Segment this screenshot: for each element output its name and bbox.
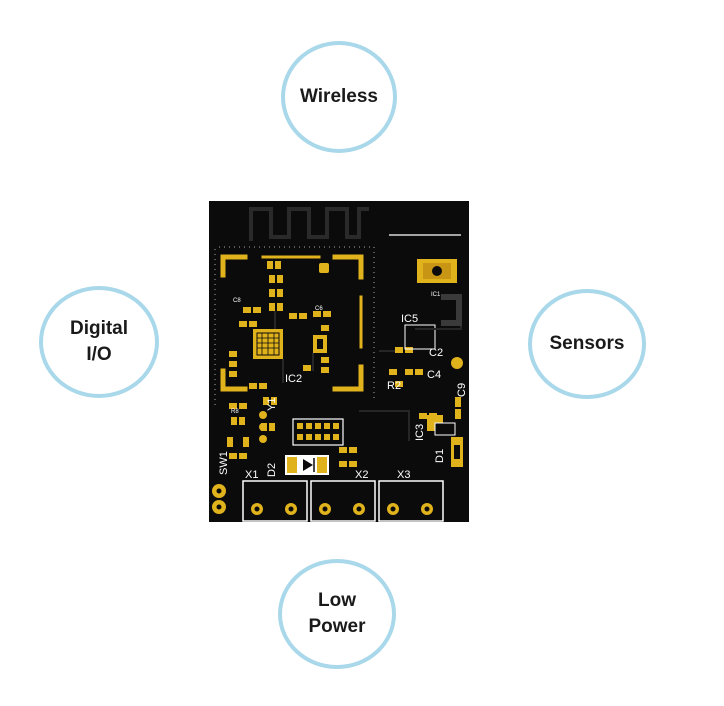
test-pad	[451, 357, 463, 369]
d1-diode	[451, 437, 463, 467]
passive-components	[227, 261, 461, 467]
label-c2: C2	[429, 347, 443, 359]
crystal-pads	[313, 335, 327, 353]
label-c4: C4	[427, 369, 441, 381]
rf-shield-frame	[220, 254, 364, 392]
feature-label-low-power: Low Power	[308, 590, 366, 637]
feature-label-digital-io: Digital I/O	[69, 318, 129, 365]
terminal-x3	[378, 480, 444, 522]
sensor-bracket	[441, 294, 462, 326]
label-ic1: IC1	[431, 292, 441, 298]
label-x3: X3	[397, 469, 410, 481]
ic5-package	[404, 324, 436, 350]
label-sw1: SW1	[218, 451, 230, 475]
feature-label-wireless: Wireless	[300, 86, 378, 108]
label-d1: D1	[434, 449, 446, 463]
label-ic3: IC3	[414, 424, 426, 441]
ic2-chip	[253, 329, 283, 359]
feature-label-sensors: Sensors	[549, 333, 625, 355]
label-x2: X2	[355, 469, 368, 481]
ic3-regulator	[427, 415, 456, 436]
feature-bubble-low-power: Low Power	[278, 559, 396, 669]
pcb-via-fence	[214, 246, 375, 406]
label-d2: D2	[266, 463, 278, 477]
label-x1: X1	[245, 469, 258, 481]
label-c9: C9	[456, 383, 468, 397]
terminal-x1	[242, 480, 308, 522]
pcb-board-image: IC2	[209, 201, 469, 522]
programming-header	[292, 418, 344, 446]
terminal-x2	[310, 480, 376, 522]
label-r2: R2	[387, 380, 401, 392]
sw1-switch	[212, 484, 226, 514]
pcb-antenna-trace	[249, 207, 369, 241]
label-y1: Y1	[266, 398, 278, 411]
label-ic5: IC5	[401, 313, 418, 325]
label-c8: C8	[233, 298, 241, 304]
y1-crystal	[259, 411, 267, 443]
d2-diode	[285, 455, 329, 475]
feature-bubble-wireless: Wireless	[281, 41, 397, 153]
label-r8: R8	[231, 409, 239, 415]
label-ic2: IC2	[285, 373, 302, 385]
feature-bubble-digital-io: Digital I/O	[39, 286, 159, 398]
pcb-traces	[274, 301, 462, 441]
ic1-sensor	[417, 259, 457, 283]
feature-bubble-sensors: Sensors	[528, 289, 646, 399]
label-c6: C6	[315, 306, 323, 312]
